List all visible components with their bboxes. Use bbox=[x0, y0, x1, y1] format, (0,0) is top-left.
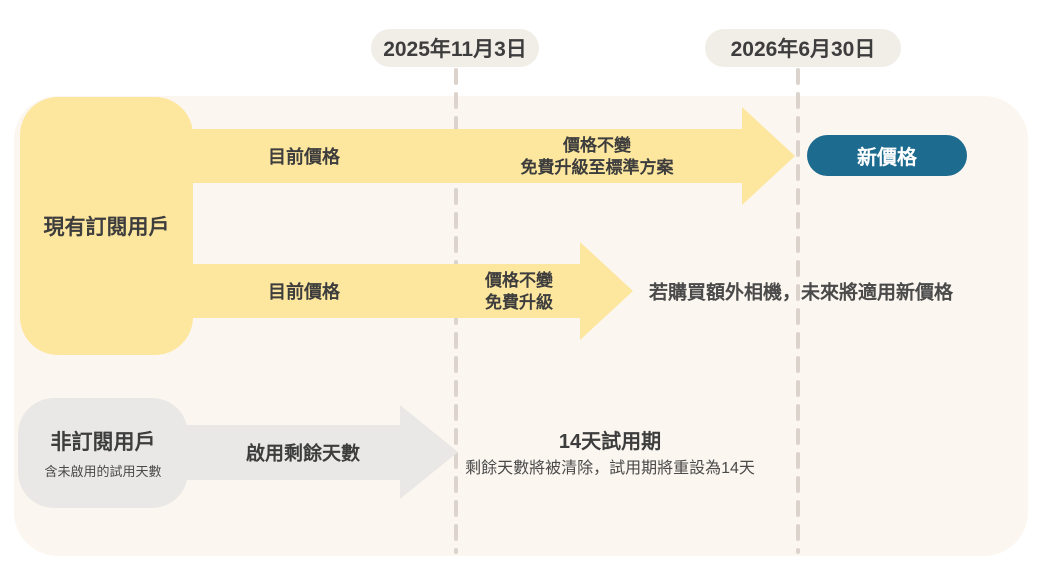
trial-result-title: 14天試用期 bbox=[558, 431, 662, 453]
arrow-row2-head-icon bbox=[580, 242, 633, 340]
non-subscribers-sublabel: 含未啟用的試用天數 bbox=[44, 464, 162, 479]
row2-extra-camera-note: 若購買額外相機，未來將適用新價格 bbox=[648, 282, 954, 304]
row2-upgrade-line1: 價格不變 bbox=[485, 271, 553, 290]
arrow-trial-bar bbox=[185, 425, 400, 480]
row1-upgrade-label: 價格不變 免費升級至標準方案 bbox=[521, 135, 674, 179]
date-pill-2026-06-30: 2026年6月30日 bbox=[705, 29, 901, 67]
arrow-row2-bar bbox=[191, 264, 580, 318]
new-price-pill: 新價格 bbox=[807, 135, 967, 176]
existing-subscribers-label: 現有訂閱用戶 bbox=[43, 216, 170, 239]
non-subscribers-label: 非訂閱用戶 bbox=[50, 431, 156, 454]
arrow-row1-head-icon bbox=[742, 107, 795, 205]
date-pill-2025-11-03: 2025年11月3日 bbox=[371, 29, 539, 67]
arrow-row1-bar bbox=[191, 129, 742, 183]
row1-upgrade-line1: 價格不變 bbox=[563, 136, 631, 155]
row2-upgrade-label: 價格不變 免費升級 bbox=[485, 270, 553, 314]
trial-result-note: 剩餘天數將被清除，試用期將重設為14天 bbox=[465, 460, 755, 477]
row2-before-price-label: 目前價格 bbox=[268, 282, 340, 302]
arrow-trial-head-icon bbox=[400, 405, 458, 499]
trial-result: 14天試用期 剩餘天數將被清除，試用期將重設為14天 bbox=[450, 430, 770, 480]
row1-upgrade-line2: 免費升級至標準方案 bbox=[520, 158, 674, 177]
existing-subscribers-block: 現有訂閱用戶 bbox=[20, 97, 193, 355]
row1-before-price-label: 目前價格 bbox=[268, 147, 340, 167]
trial-activate-label: 啟用剩餘天數 bbox=[245, 443, 361, 465]
row2-upgrade-line2: 免費升級 bbox=[485, 293, 553, 312]
non-subscribers-block: 非訂閱用戶 含未啟用的試用天數 bbox=[18, 398, 188, 508]
